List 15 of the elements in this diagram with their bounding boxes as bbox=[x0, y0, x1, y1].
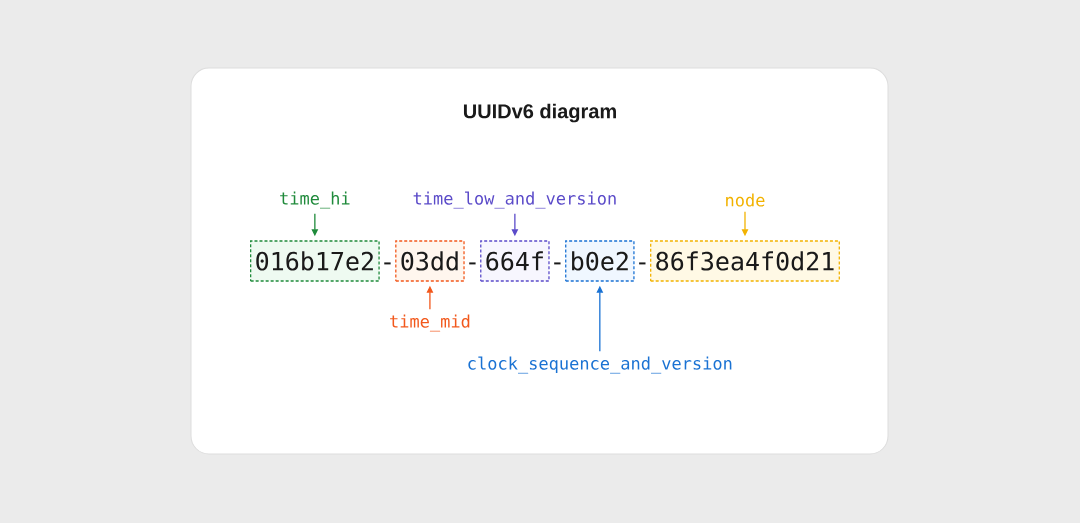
field-label: clock_sequence_and_version bbox=[468, 356, 732, 374]
field-label: time_hi bbox=[280, 191, 350, 209]
field-label: node bbox=[726, 193, 765, 207]
field-label: time_low_and_version bbox=[413, 191, 616, 209]
title: UUIDv6 diagram bbox=[463, 103, 616, 123]
dashed-box: 016b17e2 bbox=[250, 240, 380, 282]
dashed-box: 86f3ea4f0d21 bbox=[650, 240, 840, 282]
dashed-box: 664f bbox=[480, 240, 550, 282]
hyphen: - bbox=[469, 262, 476, 265]
hyphen: - bbox=[554, 262, 561, 265]
field-label: time_mid bbox=[390, 314, 470, 332]
hyphen: - bbox=[639, 262, 646, 265]
dashed-box: b0e2 bbox=[565, 240, 635, 282]
hyphen: - bbox=[384, 262, 391, 265]
dashed-box: 03dd bbox=[395, 240, 465, 282]
